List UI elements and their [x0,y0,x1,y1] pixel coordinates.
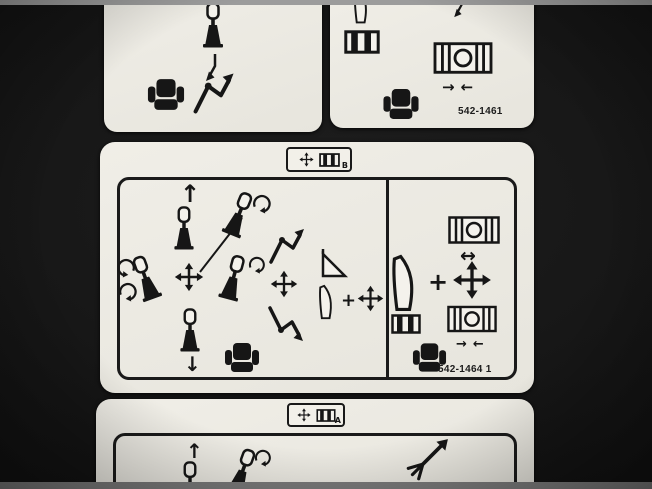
joystick-icon [170,206,198,250]
decal-card-middle: B ↑ ↓ + ↔ + → [100,142,534,393]
decal-card-top-right: → ← 542-1461 [330,0,534,128]
cross-link-line [199,217,243,273]
operator-seat-icon [224,342,260,374]
four-way-arrow-icon [270,270,298,298]
photo-top-edge [0,0,652,5]
backhoe-linkage-icon [264,304,308,344]
photo-bottom-edge [0,482,652,489]
backhoe-linkage-icon [190,70,238,116]
arrow-up-glyph: ↑ [180,180,201,208]
plus-glyph: + [428,268,449,296]
frame-divider [386,177,389,380]
twist-cw-arrow-icon [248,256,266,274]
boom-sail-icon [318,248,350,278]
arrow-left-glyph: ← [472,337,484,352]
crawler-track-icon [447,304,497,334]
decal-card-bottom: A ↑ [96,399,534,489]
pattern-selector-badge: A [287,403,345,427]
part-number: 542-1464 1 [438,364,492,375]
tracks-converge-arrows: → ← [442,80,473,95]
diagram-frame [113,433,517,489]
arrow-left-glyph: ← [460,78,474,96]
ripper-fork-icon [402,437,450,483]
pattern-letter: A [334,416,341,425]
four-way-arrow-icon [452,260,492,300]
backhoe-linkage-icon [266,226,308,266]
joystick-icon [198,2,228,48]
control-lever-boot-icon [318,284,338,320]
arrow-right-glyph: → [442,78,455,96]
crawler-track-icon [448,216,500,244]
part-number: 542-1461 [458,106,503,117]
operator-seat-icon [146,78,186,112]
four-way-arrow-icon [299,152,314,167]
arrow-up-glyph: ↑ [186,439,203,463]
control-lever-boot-icon [390,254,424,312]
four-way-arrow-icon [357,285,384,312]
crawler-track-icon [432,42,494,74]
pattern-selector-badge: B [286,147,352,172]
twist-cw-arrow-icon [254,449,272,467]
striped-gauge-icon [319,153,340,167]
twist-cw-arrow-icon [252,194,272,214]
pattern-letter: B [341,161,348,170]
joystick-icon [176,308,204,352]
decal-card-top-left [104,0,322,132]
operator-seat-icon [382,88,420,121]
striped-gauge-icon [316,409,336,422]
arrow-left-right-glyph: ↔ [460,245,476,267]
tracks-converge-arrows: → ← [456,338,484,351]
diagram-frame [117,177,517,380]
four-way-arrow-icon [174,262,204,292]
striped-gauge-icon [344,30,380,54]
arrow-down-glyph: ↓ [184,352,201,376]
arrow-right-glyph: → [456,337,467,352]
striped-gauge-icon [391,314,421,334]
four-way-arrow-icon [297,408,311,422]
plus-glyph: + [341,290,357,311]
